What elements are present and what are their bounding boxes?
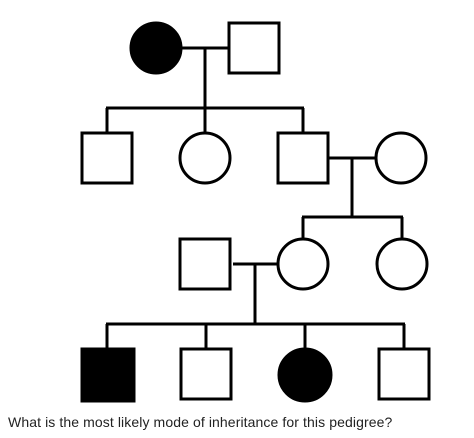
male-unaffected-gen2-2 [276,131,330,185]
male-unaffected-gen4-3 [377,347,431,401]
pedigree-individuals [80,21,431,403]
female-unaffected-gen2-spouse [374,131,428,185]
male-unaffected-gen3-spouse [178,237,232,291]
female-unaffected-gen2-1 [178,131,232,185]
male-affected-gen4-1 [80,347,136,403]
male-unaffected-gen2-1 [80,131,134,185]
male-unaffected-gen1 [227,21,281,75]
male-unaffected-gen4-2 [179,347,233,401]
female-unaffected-gen3-1 [276,237,330,291]
pedigree-lines [105,46,406,349]
question-text: What is the most likely mode of inherita… [8,414,393,430]
female-affected-gen4-1 [277,347,333,403]
female-unaffected-gen3-2 [375,237,429,291]
female-affected-gen1 [129,21,183,75]
